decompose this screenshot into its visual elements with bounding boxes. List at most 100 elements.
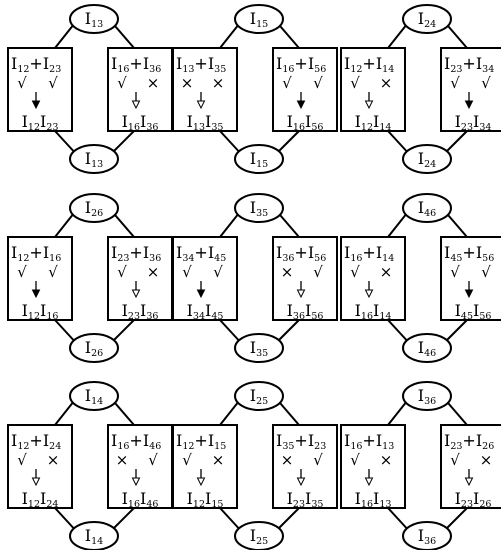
bottom-node-label: I24 [418, 149, 436, 170]
hollow-arrowhead [464, 477, 474, 487]
bottom-node-label: I46 [418, 338, 436, 359]
box-frame [107, 236, 173, 321]
sum-expression: I12+I24 [11, 431, 61, 452]
sum-expression: I12+I15 [176, 431, 226, 452]
hollow-arrowhead [131, 100, 141, 110]
left-term-box: I12+I16√√I12I16 [7, 236, 73, 322]
bottom-node [402, 333, 452, 363]
solid-arrowhead [31, 100, 41, 110]
box-frame [172, 236, 238, 321]
mark-first: × [281, 263, 294, 281]
box-frame [440, 47, 501, 132]
bottom-node [69, 521, 119, 550]
mark-first: √ [282, 74, 292, 92]
sum-expression: I23+I36 [111, 243, 161, 264]
sum-expression: I23+I26 [444, 431, 494, 452]
sum-expression: I12+I23 [11, 54, 61, 75]
solid-arrowhead [464, 289, 474, 299]
bottom-node-label: I13 [85, 149, 103, 170]
mark-second: √ [148, 451, 158, 469]
box-frame [272, 47, 338, 132]
top-node [234, 4, 284, 34]
sum-expression: I35+I23 [276, 431, 326, 452]
top-node [402, 4, 452, 34]
bottom-node-label: I26 [85, 338, 103, 359]
bottom-node [69, 144, 119, 174]
hollow-arrowhead [196, 100, 206, 110]
top-node-label: I36 [418, 386, 436, 407]
mark-second: √ [48, 74, 58, 92]
left-term-box: I16+I13√×I16I13 [340, 424, 406, 510]
product-expression: I13I35 [187, 112, 224, 133]
right-term-box: I16+I36√×I16I36 [107, 47, 173, 133]
hollow-arrowhead [196, 477, 206, 487]
mark-first: √ [17, 451, 27, 469]
solid-arrowhead [464, 100, 474, 110]
top-node [69, 381, 119, 411]
sum-expression: I16+I13 [344, 431, 394, 452]
box-frame [7, 236, 73, 321]
box-frame [440, 236, 501, 321]
product-expression: I16I56 [287, 112, 324, 133]
mark-second: × [212, 451, 225, 469]
top-node [402, 381, 452, 411]
bottom-node-label: I15 [250, 149, 268, 170]
box-frame [172, 47, 238, 132]
mark-first: √ [450, 263, 460, 281]
right-term-box: I16+I46×√I16I46 [107, 424, 173, 510]
left-term-box: I34+I45√√I34I45 [172, 236, 238, 322]
mark-second: × [380, 74, 393, 92]
mark-second: √ [313, 74, 323, 92]
product-expression: I36I56 [287, 301, 324, 322]
top-node [69, 193, 119, 223]
hollow-arrowhead [364, 477, 374, 487]
mark-second: √ [481, 263, 491, 281]
mark-second: × [212, 74, 225, 92]
mark-first: √ [117, 74, 127, 92]
box-frame [272, 236, 338, 321]
mark-second: √ [213, 263, 223, 281]
mark-second: × [47, 451, 60, 469]
hollow-arrowhead [364, 100, 374, 110]
product-expression: I45I56 [455, 301, 492, 322]
bottom-node-label: I25 [250, 526, 268, 547]
product-expression: I23I35 [287, 489, 324, 510]
box-frame [107, 47, 173, 132]
left-term-box: I12+I23√√I12I23 [7, 47, 73, 133]
sum-expression: I12+I14 [344, 54, 394, 75]
mark-first: √ [117, 263, 127, 281]
hollow-arrowhead [131, 289, 141, 299]
solid-arrowhead [196, 289, 206, 299]
solid-arrowhead [296, 100, 306, 110]
bottom-node-label: I36 [418, 526, 436, 547]
mark-second: × [380, 451, 393, 469]
bottom-node [234, 333, 284, 363]
top-node-label: I14 [85, 386, 103, 407]
mark-second: × [480, 451, 493, 469]
mark-first: √ [350, 74, 360, 92]
solid-arrowhead [31, 289, 41, 299]
top-node-label: I35 [250, 198, 268, 219]
right-term-box: I23+I34√√I23I34 [440, 47, 501, 133]
product-expression: I12I23 [22, 112, 59, 133]
box-frame [7, 424, 73, 509]
sum-expression: I16+I56 [276, 54, 326, 75]
product-expression: I23I34 [455, 112, 492, 133]
box-frame [440, 424, 501, 509]
sum-expression: I16+I36 [111, 54, 161, 75]
right-term-box: I23+I26√×I23I26 [440, 424, 501, 510]
top-node [402, 193, 452, 223]
box-frame [107, 424, 173, 509]
right-term-box: I16+I56√ √ I16I56 [272, 47, 338, 133]
left-term-box: I13+I35××I13I35 [172, 47, 238, 133]
product-expression: I23I36 [122, 301, 159, 322]
right-term-box: I23+I36√×I23I36 [107, 236, 173, 322]
mark-first: × [116, 451, 129, 469]
product-expression: I12I15 [187, 489, 224, 510]
top-node-label: I26 [85, 198, 103, 219]
